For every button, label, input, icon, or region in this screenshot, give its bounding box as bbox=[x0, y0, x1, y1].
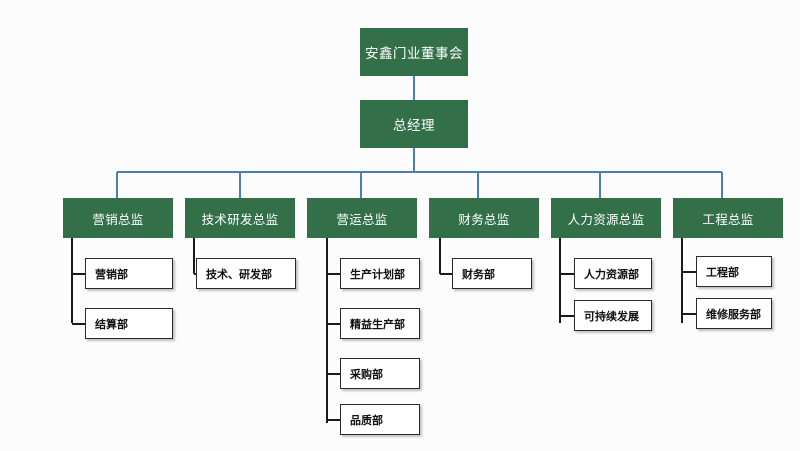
node-general-manager[interactable]: 总经理 bbox=[360, 100, 468, 148]
node-department[interactable]: 工程部 bbox=[696, 256, 772, 287]
node-department-label: 财务部 bbox=[462, 268, 495, 281]
node-department[interactable]: 技术、研发部 bbox=[196, 258, 296, 289]
node-department-label: 结算部 bbox=[95, 318, 128, 331]
node-department[interactable]: 采购部 bbox=[340, 358, 420, 389]
node-director-engineering-label: 工程总监 bbox=[702, 212, 754, 227]
node-department[interactable]: 营销部 bbox=[85, 258, 173, 289]
node-department-label: 维修服务部 bbox=[706, 308, 761, 321]
node-department-label: 人力资源部 bbox=[584, 268, 639, 281]
node-department-label: 营销部 bbox=[95, 268, 128, 281]
node-director-engineering[interactable]: 工程总监 bbox=[673, 198, 783, 238]
node-director-finance[interactable]: 财务总监 bbox=[429, 198, 539, 238]
node-board[interactable]: 安鑫门业董事会 bbox=[360, 28, 468, 76]
node-department-label: 品质部 bbox=[350, 414, 383, 427]
node-department-label: 精益生产部 bbox=[350, 318, 405, 331]
node-department[interactable]: 人力资源部 bbox=[574, 258, 652, 289]
node-director-rnd[interactable]: 技术研发总监 bbox=[185, 198, 295, 238]
node-department[interactable]: 精益生产部 bbox=[340, 308, 420, 339]
node-department-label: 可持续发展 bbox=[584, 310, 639, 323]
node-director-marketing[interactable]: 营销总监 bbox=[63, 198, 173, 238]
node-department-label: 工程部 bbox=[706, 266, 739, 279]
node-department[interactable]: 品质部 bbox=[340, 404, 420, 435]
node-director-finance-label: 财务总监 bbox=[458, 212, 510, 227]
node-department[interactable]: 结算部 bbox=[85, 308, 173, 339]
node-department[interactable]: 可持续发展 bbox=[574, 300, 652, 331]
node-director-operations-label: 营运总监 bbox=[336, 212, 388, 227]
node-director-operations[interactable]: 营运总监 bbox=[307, 198, 417, 238]
node-general-manager-label: 总经理 bbox=[393, 118, 435, 133]
node-director-hr-label: 人力资源总监 bbox=[567, 212, 645, 227]
node-department[interactable]: 维修服务部 bbox=[696, 298, 772, 329]
node-director-marketing-label: 营销总监 bbox=[92, 212, 144, 227]
node-department-label: 生产计划部 bbox=[350, 268, 405, 281]
node-department-label: 技术、研发部 bbox=[206, 268, 272, 281]
node-director-rnd-label: 技术研发总监 bbox=[201, 212, 279, 227]
node-department-label: 采购部 bbox=[350, 368, 383, 381]
node-department[interactable]: 生产计划部 bbox=[340, 258, 420, 289]
node-department[interactable]: 财务部 bbox=[452, 258, 532, 289]
node-board-label: 安鑫门业董事会 bbox=[365, 46, 463, 61]
node-director-hr[interactable]: 人力资源总监 bbox=[551, 198, 661, 238]
